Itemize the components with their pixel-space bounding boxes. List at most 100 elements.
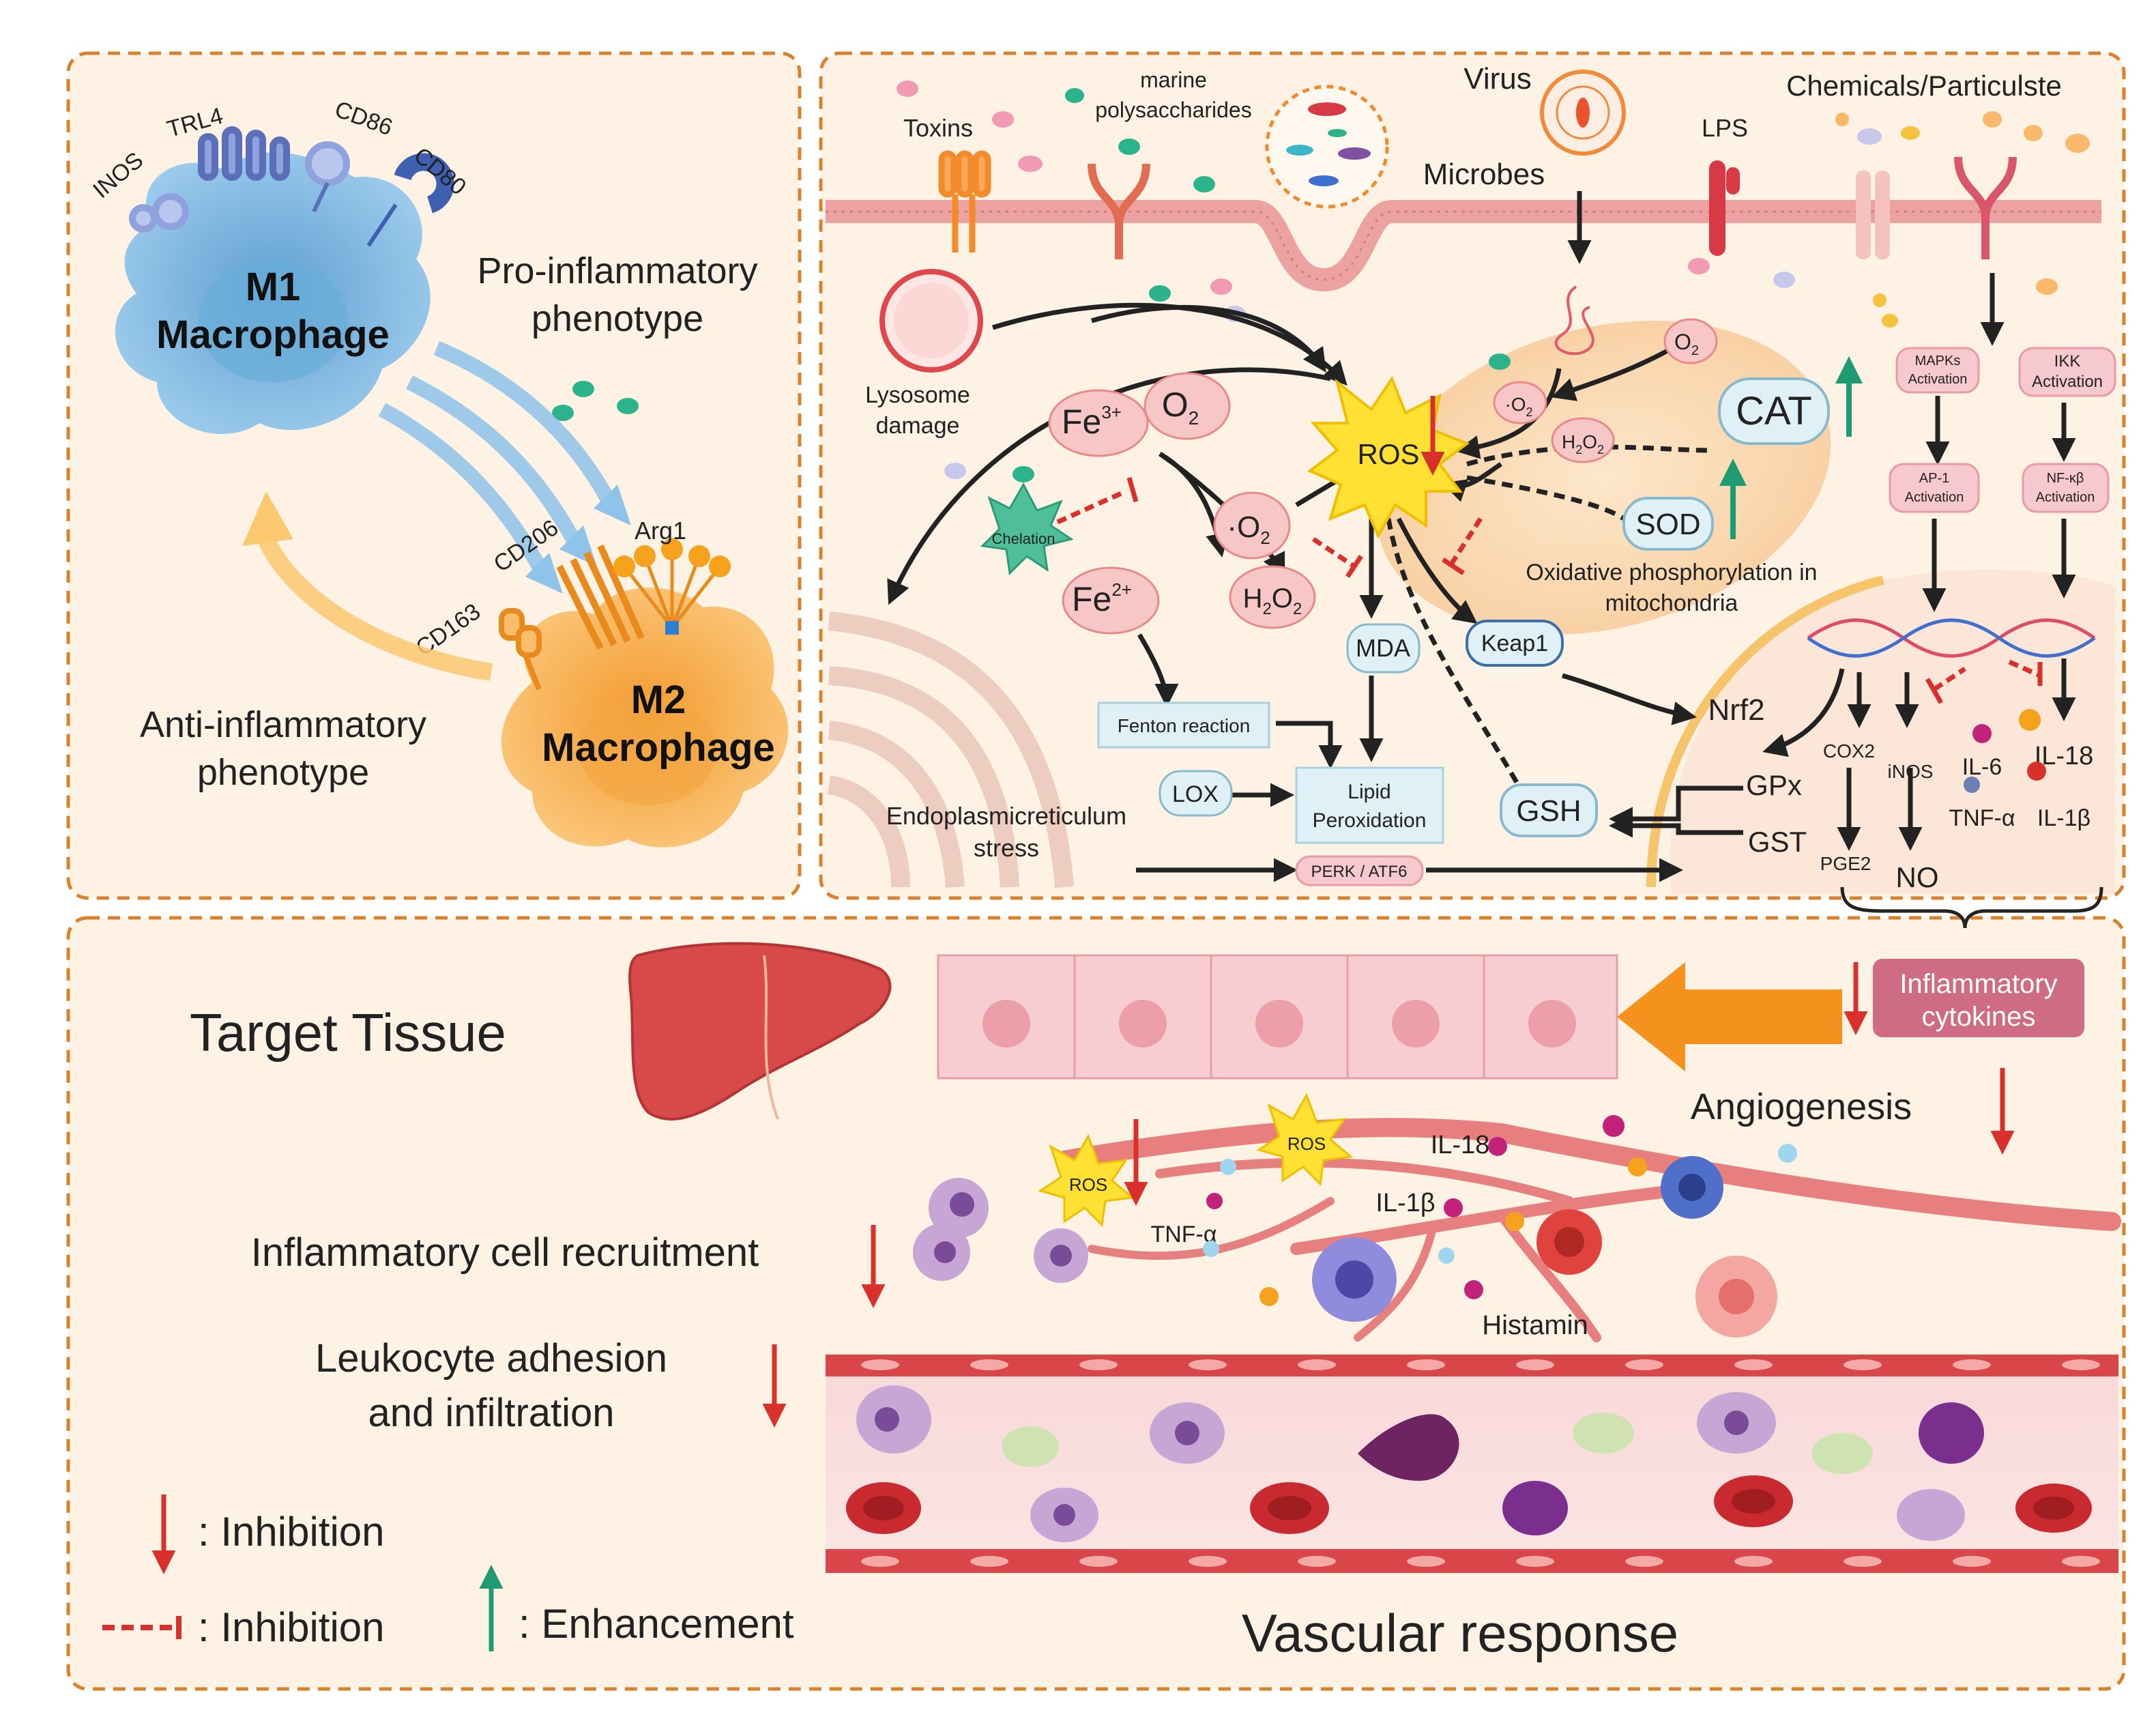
mda-label: MDA [1356,634,1410,662]
angiogenesis-label: Angiogenesis [1691,1086,1912,1127]
inflammatory-cytokines-line1: Inflammatory [1899,969,2057,999]
o2-label: O2 [1162,386,1199,429]
microbes-vesicle-icon [1265,85,1389,209]
ros-dashed-links [1386,444,1713,786]
toxins-label: Toxins [903,114,973,142]
il6-label: IL-6 [1962,754,2002,780]
target-tissue-label: Target Tissue [190,1002,506,1063]
mapks-label-line1: MAPKs [1915,353,1961,369]
cytokine-to-tissue-arrow [1617,962,1842,1071]
lipid-label-line2: Peroxidation [1313,809,1427,832]
channel-receptor-icon [1856,171,1890,259]
er-stress-line2: stress [974,834,1039,862]
ap1-label-line2: Activation [1905,490,1964,505]
lps-label: LPS [1702,114,1748,142]
lysosome-label-line2: damage [876,413,960,439]
dna-icon [1807,618,2096,658]
tissue-cytokine-dots-icon [1203,1115,1797,1306]
red-inhibition-marks [1056,477,2043,704]
mito-caption-line2: mitochondria [1605,590,1738,616]
gsh-label: GSH [1516,794,1581,828]
lox-label: LOX [1172,781,1219,807]
anti-inflammatory-line1: Anti-inflammatory [140,704,426,745]
il1b-label: IL-1β [2037,805,2091,831]
fenton-label: Fenton reaction [1118,715,1251,736]
fenton-box [1097,702,1270,749]
m2-to-m1-arrowhead [242,491,293,546]
nfkb-box [2022,463,2110,513]
green-particles-icon [552,381,639,421]
marine-label-line1: marine [1140,68,1207,92]
polysaccharide-receptor-icon [1088,163,1150,259]
mito-h2o2-badge [1551,417,1615,463]
m2-subtitle: Macrophage [542,725,775,770]
arg1-label: Arg1 [635,517,686,545]
ros-star-small-1-icon [1038,1133,1135,1228]
ikk-label-line2: Activation [2032,373,2103,391]
gsh-box [1500,783,1598,837]
legend-enhancement-label: : Enhancement [519,1601,794,1647]
lipid-label-line1: Lipid [1348,781,1390,803]
ap1-box [1889,463,1980,513]
leukocyte-line2: and infiltration [368,1391,614,1435]
toxin-receptor-icon [938,150,991,252]
il6-dot-icon [1972,724,1992,743]
m1-title: M1 [246,265,301,309]
h2o2-label: H2O2 [1243,583,1302,618]
m1-to-m2-arrows [378,341,614,570]
chemical-receptor-icon [1954,156,2017,259]
m1-macrophage-cell [115,152,431,435]
m1-subtitle: Macrophage [156,313,390,357]
epithelial-cells-icon [937,954,1618,1080]
mapks-box [1895,347,1980,394]
m1-receptors-icon [129,126,454,247]
endoplasmic-reticulum-icon [827,611,1074,888]
histamin-label: Histamin [1482,1310,1588,1340]
lps-receptor-icon [1709,160,1740,256]
er-stress-line1: Endoplasmicreticulum [886,802,1126,830]
superoxide-badge [1213,491,1291,560]
fe3-badge [1048,389,1149,457]
gst-label: GST [1748,826,1807,858]
cox2-label: COX2 [1823,740,1875,762]
legend-inhibition-dashed-label: : Inhibition [198,1604,385,1650]
superoxide-label: ·O2 [1227,510,1270,548]
liver-icon [628,942,892,1121]
tissue-il1b-label: IL-1β [1375,1189,1435,1217]
ros-label: ROS [1357,438,1419,470]
nrf2-label: Nrf2 [1708,693,1764,727]
viral-rna-icon [1554,285,1594,356]
lysosome-label-line1: Lysosome [865,382,970,408]
tnfa-dot-icon [1964,777,1980,793]
pro-inflammatory-line1: Pro-inflammatory [477,250,757,291]
chemicals-label: Chemicals/Particulste [1786,70,2062,102]
mitochondrion-icon [1375,320,1831,635]
microbes-label: Microbes [1423,158,1545,191]
m2-macrophage-cell [501,588,789,848]
m2-to-m1-arrow [258,535,493,681]
m2-title: M2 [631,678,686,722]
tissue-il18-label: IL-18 [1431,1131,1490,1159]
inflammatory-cytokines-line2: cytokines [1922,1002,2036,1032]
mito-h2o2-label: H2O2 [1562,431,1604,457]
fe2-badge [1062,566,1160,635]
chelation-icon [980,482,1074,576]
nfkb-label-line2: Activation [2036,490,2095,505]
blood-cells-icon [846,1385,2092,1542]
sod-label: SOD [1635,508,1700,541]
m2-receptors-icon [499,538,731,691]
o2-badge [1143,372,1231,440]
liver-vessel-icon [763,955,779,1120]
legend-inhibition-arrow-label: : Inhibition [198,1509,385,1555]
ikk-box [2018,347,2116,397]
mito-o2-badge [1663,318,1718,364]
chelation-label: Chelation [992,530,1055,547]
tnfa-label: TNF-α [1949,805,2015,831]
mito-o2-label: O2 [1674,330,1699,358]
ros-small-label-2: ROS [1287,1133,1326,1154]
gpx-label: GPx [1746,769,1802,801]
mito-superoxide-badge [1493,381,1547,424]
lysosome-icon [879,269,983,373]
no-label: NO [1896,861,1939,893]
